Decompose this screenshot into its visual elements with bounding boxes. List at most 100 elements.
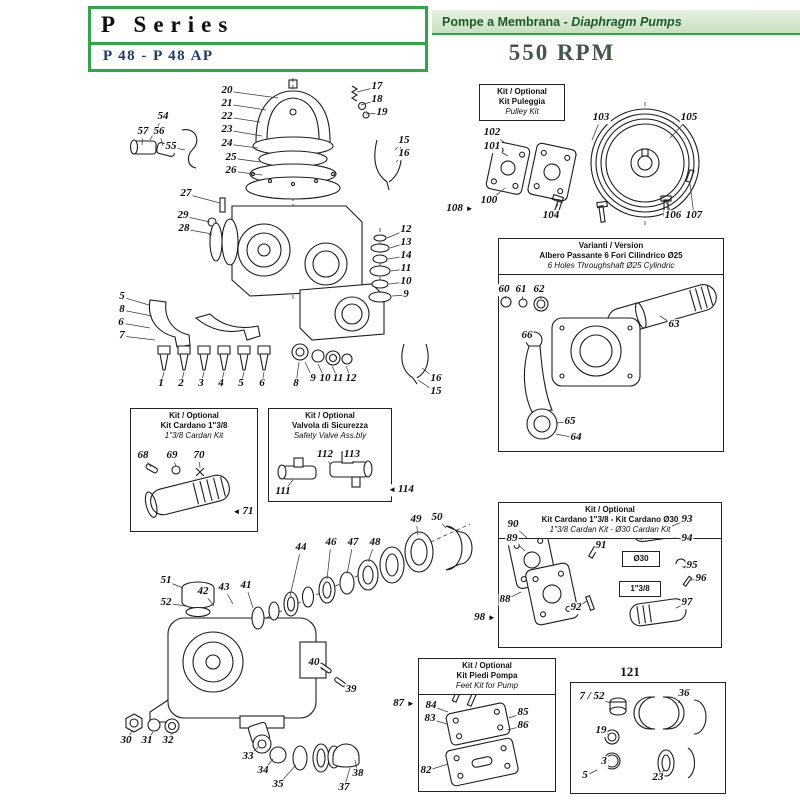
- variant-line2: 6 Holes Throughshaft Ø25 Cylindric: [547, 261, 675, 270]
- callout-97: 97: [680, 596, 694, 609]
- callout-31: 31: [140, 734, 154, 747]
- callout-95: 95: [685, 559, 699, 572]
- kit-cardan-left-header: Kit / Optional Kit Cardano 1"3/8 1"3/8 C…: [131, 409, 257, 444]
- callout-18: 18: [370, 93, 384, 106]
- callout-103: 103: [591, 111, 611, 124]
- callout-51: 51: [159, 574, 173, 587]
- callout-1: 1: [157, 377, 165, 390]
- callout-23: 23: [651, 771, 665, 784]
- callout-90: 90: [506, 518, 520, 531]
- callout-15: 15: [429, 385, 443, 398]
- callout-107: 107: [684, 209, 704, 222]
- kit-line1: Kit Cardano 1"3/8: [160, 421, 228, 430]
- callout-47: 47: [346, 536, 360, 549]
- callout-39: 39: [344, 683, 358, 696]
- callout-8: 8: [292, 377, 300, 390]
- callout-100: 100: [479, 194, 499, 207]
- kit-line1: Kit Cardano 1"3/8 - Kit Cardano Ø30: [541, 515, 679, 524]
- callout-108: 108 ►: [445, 202, 475, 215]
- kit-box-safety-valve: Kit / Optional Valvola di Sicurezza Safe…: [268, 408, 392, 502]
- callout-11: 11: [399, 262, 413, 275]
- callout-752: 7 / 52: [578, 690, 606, 703]
- callout-14: 14: [399, 249, 413, 262]
- callout-12: 12: [399, 223, 413, 236]
- callout-61: 61: [514, 283, 528, 296]
- box121-art: [603, 696, 707, 779]
- callout-105: 105: [679, 111, 699, 124]
- callout-32: 32: [161, 734, 175, 747]
- callout-10: 10: [318, 372, 332, 385]
- callout-21: 21: [220, 97, 234, 110]
- kit-line1: Kit Piedi Pompa: [456, 671, 518, 680]
- callout-41: 41: [239, 579, 253, 592]
- callout-50: 50: [430, 511, 444, 524]
- callout-91: 91: [594, 539, 608, 552]
- callout-22: 22: [220, 110, 234, 123]
- callout-36: 36: [677, 687, 691, 700]
- callout-49: 49: [409, 513, 423, 526]
- pulley-art: [485, 102, 700, 226]
- kit-line2: Pulley Kit: [505, 107, 539, 116]
- callout-26: 26: [224, 164, 238, 177]
- callout-12: 12: [344, 372, 358, 385]
- category-band: Pompe a Membrana - Diaphragm Pumps: [432, 10, 800, 35]
- callout-70: 70: [192, 449, 206, 462]
- feet-kit-art: [445, 687, 519, 787]
- callout-83: 83: [423, 712, 437, 725]
- callout-10: 10: [399, 275, 413, 288]
- top-assembly-art: [207, 78, 402, 300]
- callout-89: 89: [505, 532, 519, 545]
- pump-body-art: [209, 205, 392, 341]
- callout-5: 5: [118, 290, 126, 303]
- callout-20: 20: [220, 84, 234, 97]
- callout-43: 43: [217, 581, 231, 594]
- callout-28: 28: [177, 222, 191, 235]
- callout-17: 17: [370, 80, 384, 93]
- callout-2: 2: [177, 377, 185, 390]
- kit-title: Kit / Optional: [585, 505, 635, 514]
- callout-82: 82: [419, 764, 433, 777]
- kit-line2: 1"3/8 Cardan Kit - Ø30 Cardan Kit: [549, 525, 671, 534]
- box-121: [570, 682, 726, 794]
- callout-35: 35: [271, 778, 285, 791]
- callout-111: 111: [274, 485, 292, 498]
- callout-4: 4: [217, 377, 225, 390]
- variant-title: Varianti / Version: [578, 241, 644, 250]
- callout-56: 56: [152, 125, 166, 138]
- callout-54: 54: [156, 110, 170, 123]
- kit-cardan-right-header: Kit / Optional Kit Cardano 1"3/8 - Kit C…: [499, 503, 721, 539]
- callout-57: 57: [136, 125, 150, 138]
- page-title: P Series: [91, 9, 425, 45]
- callout-11: 11: [331, 372, 345, 385]
- callout-104: 104: [541, 209, 561, 222]
- callout-40: 40: [307, 656, 321, 669]
- kit-line2: Feet Kit for Pump: [455, 681, 519, 690]
- kit-box-cardan-left: Kit / Optional Kit Cardano 1"3/8 1"3/8 C…: [130, 408, 258, 532]
- callout-68: 68: [136, 449, 150, 462]
- callout-5: 5: [581, 769, 589, 782]
- callout-84: 84: [424, 699, 438, 712]
- callout-102: 102: [482, 126, 502, 139]
- callout-112: 112: [316, 448, 334, 461]
- callout-114: ◄ 114: [387, 483, 415, 496]
- kit-title: Kit / Optional: [169, 411, 219, 420]
- callout-85: 85: [516, 706, 530, 719]
- callout-19: 19: [375, 106, 389, 119]
- callout-3: 3: [600, 755, 608, 768]
- callout-42: 42: [196, 585, 210, 598]
- callout-52: 52: [159, 596, 173, 609]
- kit-box-cardan-right: Kit / Optional Kit Cardano 1"3/8 - Kit C…: [498, 502, 722, 648]
- callout-9: 9: [402, 288, 410, 301]
- callout-24: 24: [220, 137, 234, 150]
- callout-3: 3: [197, 377, 205, 390]
- kit-line2: 1"3/8 Cardan Kit: [164, 431, 224, 440]
- tag-d30: Ø30: [622, 551, 660, 567]
- variant-header: Varianti / Version Albero Passante 6 For…: [499, 239, 723, 275]
- callout-94: 94: [680, 532, 694, 545]
- callout-27: 27: [179, 187, 193, 200]
- kit-safety-valve-header: Kit / Optional Valvola di Sicurezza Safe…: [269, 409, 391, 444]
- callout-96: 96: [694, 572, 708, 585]
- category-english: Diaphragm Pumps: [571, 14, 682, 29]
